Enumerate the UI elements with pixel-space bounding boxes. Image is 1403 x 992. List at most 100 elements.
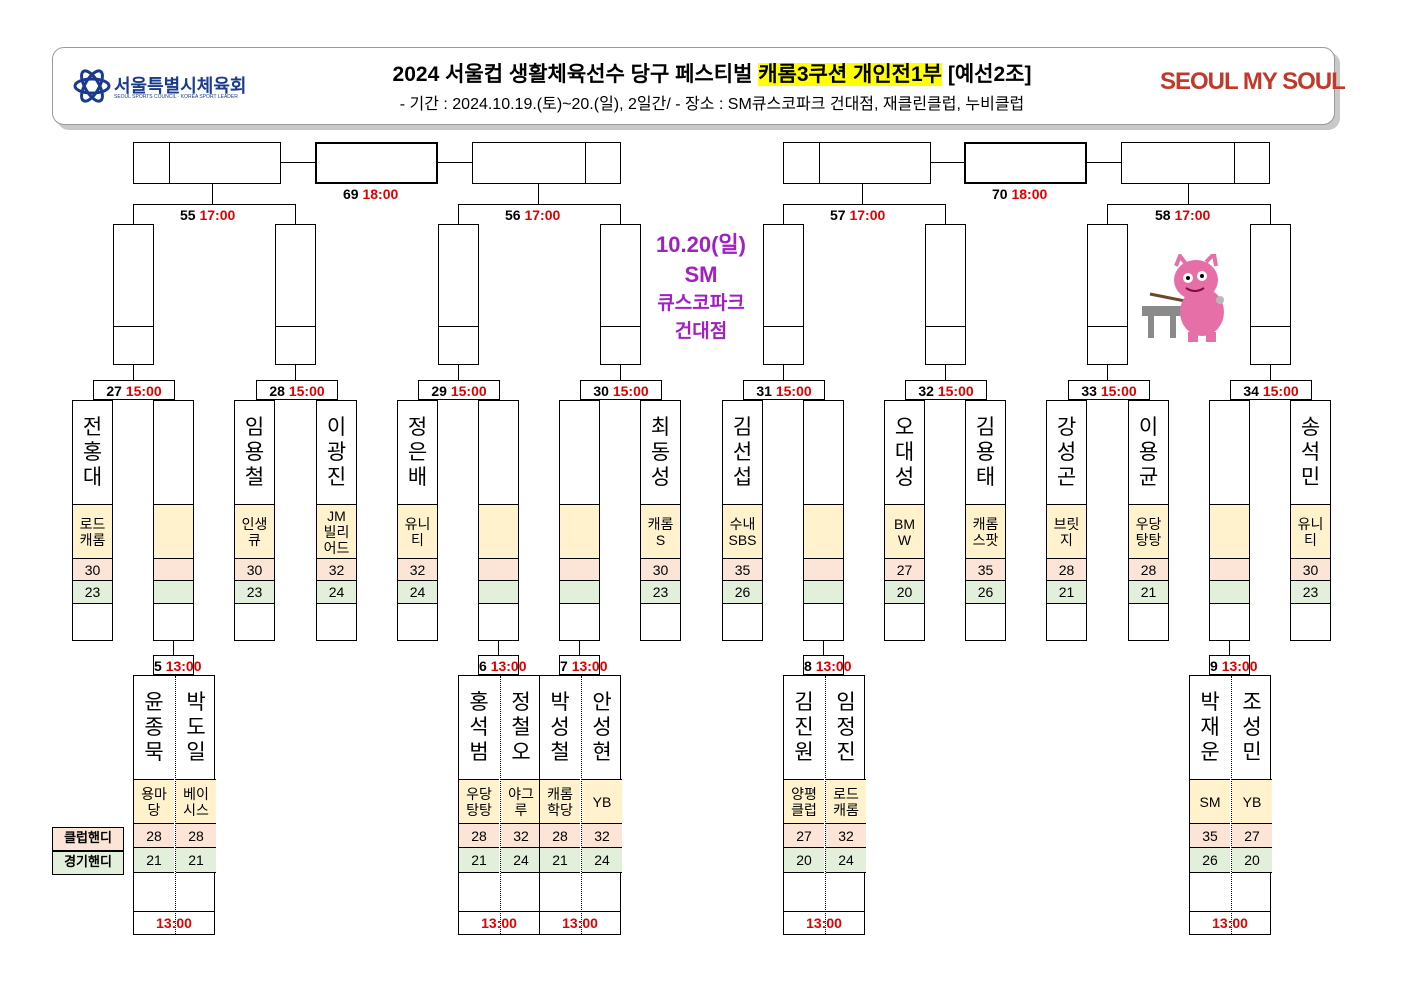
match-number: 7 bbox=[560, 658, 568, 674]
player-name-char: 강 bbox=[1056, 416, 1077, 439]
club-handicap: 32 bbox=[501, 823, 541, 848]
game-handicap: 21 bbox=[1047, 580, 1086, 604]
club-handicap: 30 bbox=[235, 558, 274, 581]
club-handicap: 28 bbox=[459, 823, 499, 848]
page-title: 2024 서울컵 생활체육선수 당구 페스티벌 캐롬3쿠션 개인전1부 [예선2… bbox=[262, 58, 1162, 88]
club-name-line: S bbox=[655, 532, 666, 548]
player-name bbox=[560, 401, 599, 504]
club-name-line: 수내 bbox=[729, 516, 756, 532]
bracket-line bbox=[281, 162, 316, 163]
club-name-line: 베이 bbox=[183, 786, 209, 802]
player-club: YB bbox=[1232, 779, 1272, 824]
club-name-line: 캐롬 bbox=[647, 516, 674, 532]
final-player-box bbox=[819, 142, 931, 184]
player-name-char: 선 bbox=[732, 441, 753, 464]
match-number: 5 bbox=[154, 658, 162, 674]
player-name-char: 광 bbox=[326, 441, 347, 464]
match-number: 31 bbox=[756, 383, 772, 399]
bracket-line bbox=[212, 184, 213, 205]
match-time: 13:00 bbox=[1221, 658, 1258, 674]
round16-seed-box bbox=[925, 326, 966, 365]
round2-player-card bbox=[478, 400, 519, 641]
org-subname: SEOUL SPORTS COUNCIL · KOREA SPORT LEADE… bbox=[114, 94, 238, 100]
player-name-char: 현 bbox=[592, 741, 612, 764]
match-label: 27 15:00 bbox=[93, 380, 175, 400]
club-name: YB bbox=[1243, 794, 1262, 810]
match-time: 13:00 bbox=[490, 658, 527, 674]
player-name-char: 임 bbox=[836, 691, 856, 714]
player-name-char: 정 bbox=[511, 691, 531, 714]
match-start-time: 13:00 bbox=[459, 911, 539, 934]
match-time: 17:00 bbox=[1174, 207, 1211, 223]
bracket-line bbox=[133, 204, 296, 205]
club-name-line: 티 bbox=[411, 532, 424, 548]
round16-seed-box bbox=[763, 326, 804, 365]
player-name-char: 성 bbox=[1242, 716, 1262, 739]
player-name-char: 성 bbox=[650, 466, 671, 489]
bracket-line bbox=[579, 641, 580, 656]
game-handicap: 21 bbox=[176, 847, 216, 873]
club-handicap: 32 bbox=[317, 558, 356, 581]
match-label: 29 15:00 bbox=[418, 380, 500, 400]
game-handicap: 24 bbox=[317, 580, 356, 604]
match-number: 70 bbox=[992, 186, 1008, 202]
round16-player-box bbox=[600, 224, 641, 327]
club-name-line: 탕탕 bbox=[466, 802, 492, 818]
player-name-char: 임 bbox=[244, 416, 265, 439]
match-label: 57 17:00 bbox=[830, 205, 885, 225]
player-name-char: 오 bbox=[511, 741, 531, 764]
player-name-char: 박 bbox=[550, 691, 570, 714]
bracket-line bbox=[783, 204, 784, 225]
club-name-line: 로드 bbox=[833, 786, 859, 802]
club-handicap: 30 bbox=[73, 558, 112, 581]
venue-date: 10.20(일) bbox=[656, 232, 746, 257]
game-handicap: 20 bbox=[885, 580, 924, 604]
club-name-line: 빌리 bbox=[323, 524, 350, 540]
match-label: 70 18:00 bbox=[992, 184, 1047, 204]
player-name-char: 대 bbox=[82, 466, 103, 489]
bracket-line bbox=[1188, 184, 1189, 205]
player-name-char: 오 bbox=[894, 416, 915, 439]
game-handicap: 26 bbox=[1190, 847, 1230, 873]
bracket-line bbox=[1270, 365, 1271, 381]
player-name-char: 송 bbox=[1300, 416, 1321, 439]
match-time: 13:00 bbox=[571, 658, 608, 674]
player-name-char: 성 bbox=[1056, 441, 1077, 464]
club-name-line: 티 bbox=[1304, 532, 1317, 548]
player-name-char: 윤 bbox=[144, 691, 164, 714]
player-name-char: 원 bbox=[794, 741, 814, 764]
player-name-char: 용 bbox=[975, 441, 996, 464]
bracket-line bbox=[1087, 162, 1122, 163]
bracket-line bbox=[931, 162, 965, 163]
match-number: 34 bbox=[1243, 383, 1259, 399]
player-name-char: 조 bbox=[1242, 691, 1262, 714]
player-club bbox=[804, 504, 843, 559]
match-start-time: 13:00 bbox=[1190, 911, 1270, 934]
